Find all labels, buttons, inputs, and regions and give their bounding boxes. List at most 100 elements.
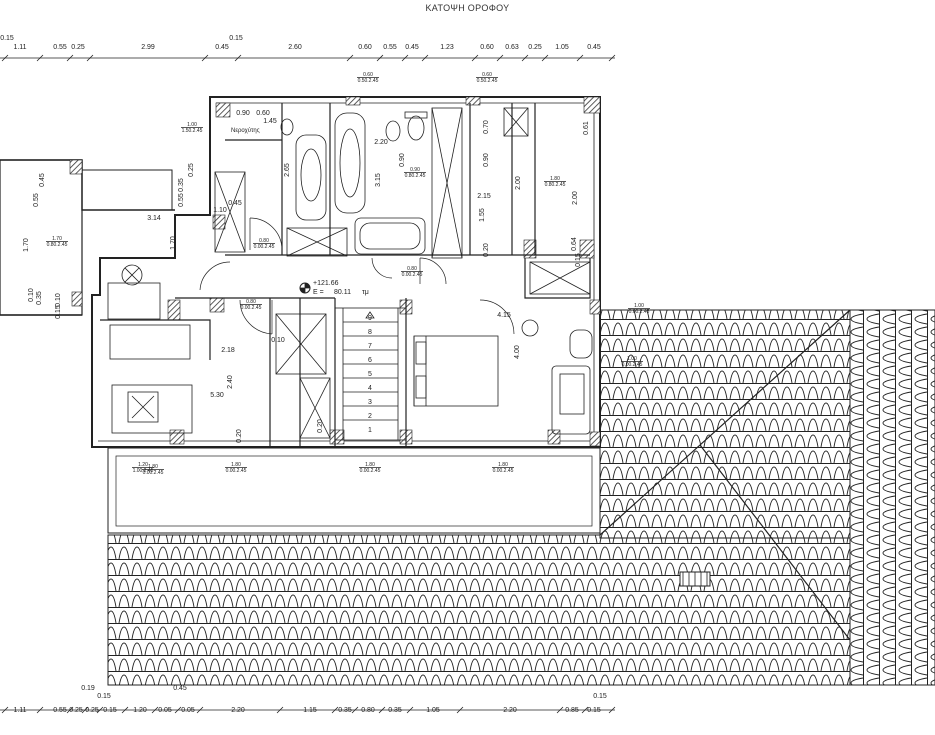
interior-dimension: 1.45	[263, 118, 277, 125]
dimension-tick	[36, 54, 44, 62]
dimension-tick	[174, 706, 182, 714]
drawing-title: ΚΑΤΟΨΗ ΟΡΟΦΟΥ	[425, 3, 510, 13]
interior-dimension: 1.70	[23, 238, 30, 252]
window-tag-size: 1.00.2.45	[133, 468, 154, 474]
bottom-dimension: 0.35	[338, 707, 352, 714]
door-swings	[199, 217, 515, 335]
bottom-upper-dimension: 0.15	[593, 693, 607, 700]
window-tag-width: 1.80	[550, 176, 560, 182]
stair-step-number: 4	[368, 385, 372, 392]
room-label: Νεροχύτης	[231, 128, 260, 134]
dimension-tick	[471, 54, 479, 62]
top-dimension: 0.25	[528, 44, 542, 51]
dimension-tick	[201, 54, 209, 62]
interior-dimension: 0.70	[483, 120, 490, 134]
dimension-tick	[151, 706, 159, 714]
interior-dimension: 0.55	[33, 193, 40, 207]
bottom-upper-dimension: 0.45	[173, 685, 187, 692]
interior-dimension: 0.64	[571, 237, 578, 251]
top-dimension: 0.45	[405, 44, 419, 51]
interior-walls	[100, 103, 591, 447]
interior-dimension: 0.55	[178, 193, 185, 207]
window-tag-width: 1.20	[138, 462, 148, 468]
top-dimension: 0.63	[505, 44, 519, 51]
top-dimension: 1.11	[13, 44, 26, 51]
dimension-tick	[234, 54, 242, 62]
interior-dimension: 2.40	[227, 375, 234, 389]
interior-dimension: 0.20	[236, 429, 243, 443]
interior-dimension: 2.00	[515, 176, 522, 190]
window-tag-size: 0.00.2.45	[360, 468, 381, 474]
bottom-dimension: 0.25	[69, 707, 83, 714]
window-tag-size: 0.00.2.45	[622, 362, 643, 368]
bottom-dimension: 0.35	[388, 707, 402, 714]
interior-dimension: 3.15	[375, 173, 382, 187]
window-tag-size: 1.50.2.45	[182, 128, 203, 134]
interior-dimension: 1.55	[479, 208, 486, 222]
bedroom-furniture	[413, 319, 593, 435]
interior-dimension: 2.20	[374, 139, 388, 146]
window-tag-width: 0.60	[363, 72, 373, 78]
window-tag-width: 0.80	[246, 299, 256, 305]
top-upper-dimension: 0.15	[229, 35, 243, 42]
dimension-tick	[66, 54, 74, 62]
top-dimension: 0.25	[71, 44, 85, 51]
window-tag-size: 0.00.2.45	[241, 305, 262, 311]
dimension-tick	[378, 706, 386, 714]
bottom-dimension: 1.05	[426, 707, 440, 714]
interior-dimension: 0.35	[178, 178, 185, 192]
interior-dimension: 0.20	[483, 243, 490, 257]
outer-walls	[0, 96, 601, 448]
stair-step-number: 1	[368, 427, 372, 434]
bottom-dimension: 0.15	[587, 707, 601, 714]
interior-dimension: 4.00	[514, 345, 521, 359]
window-tag-size: 0.00.2.45	[629, 309, 650, 315]
stair-step-number: 7	[368, 343, 372, 350]
dimension-tick	[376, 54, 384, 62]
window-tag-width: 1.80	[231, 462, 241, 468]
interior-dimension: 4.15	[497, 312, 511, 319]
stair-step-number: 3	[368, 399, 372, 406]
top-dimension: 0.60	[358, 44, 372, 51]
interior-dimension: 0.60	[256, 110, 270, 117]
top-dimension: 0.45	[587, 44, 601, 51]
dimension-tick	[576, 54, 584, 62]
interior-dimension: 0.90	[236, 110, 250, 117]
window-tag-width: 1.00	[634, 303, 644, 309]
dimension-tick	[1, 54, 9, 62]
stair-step-number: 9	[368, 315, 372, 322]
stair-step-number: 5	[368, 371, 372, 378]
interior-dimension: 0.90	[483, 153, 490, 167]
window-tag-size: 0.00.2.45	[226, 468, 247, 474]
bottom-dimension: 0.05	[181, 707, 195, 714]
bottom-dimension: 2.20	[231, 707, 245, 714]
interior-dimension: 0.45	[39, 173, 46, 187]
interior-dimension: 2.15	[477, 193, 491, 200]
interior-dimension: 0.10	[28, 288, 35, 302]
bathroom-fixtures	[280, 111, 428, 255]
dimension-tick	[66, 706, 74, 714]
top-dimension: 2.99	[141, 44, 155, 51]
interior-dimension: 0.10	[55, 293, 62, 307]
interior-dimension: 0.35	[36, 291, 43, 305]
dimension-tick	[331, 706, 339, 714]
interior-dimension: 0.15	[575, 253, 582, 267]
window-tag-size: 0.00.2.45	[254, 244, 275, 250]
window-tag-width: 0.90	[410, 167, 420, 173]
dimension-tick	[1, 706, 9, 714]
window-tags: 0.600.50.2.450.600.50.2.451.001.50.2.450…	[46, 72, 650, 476]
dimension-lines	[0, 57, 615, 711]
window-tag-width: 0.60	[482, 72, 492, 78]
interior-dimension: 5.30	[210, 392, 224, 399]
window-tag-width: 0.80	[259, 238, 269, 244]
interior-dimension: 3.14	[147, 215, 161, 222]
interior-dimension: 0.10	[271, 337, 285, 344]
dimension-tick	[581, 706, 589, 714]
level-value: +121.66	[313, 280, 339, 287]
area-value: 80.11	[334, 289, 351, 296]
dimension-tick	[351, 706, 359, 714]
bottom-dimension: 0.55	[53, 707, 67, 714]
